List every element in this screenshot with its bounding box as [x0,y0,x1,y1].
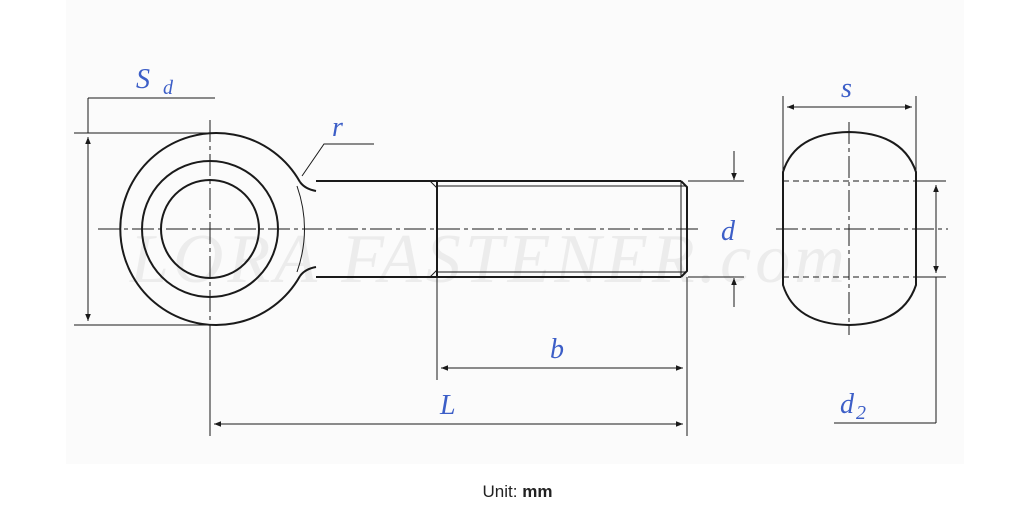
dimension-labels: S d r d b L s d 2 [136,64,866,424]
label-l: L [439,390,456,421]
side-view [98,120,700,338]
label-s-subscript: d [163,77,174,99]
thread-chamfer-start-b [429,269,438,278]
unit-value: mm [522,482,553,501]
label-b: b [550,334,564,365]
eye-outer-contour [119,132,301,326]
neck-fillet-top [299,181,317,192]
unit-label: Unit: [482,482,518,501]
neck-fillet-bottom [299,266,317,277]
end-view-contour [782,130,917,327]
r-leader [301,143,374,177]
label-d2-subscript: 2 [856,402,866,424]
eye-bolt-technical-drawing: LORA FASTENER.com [74,64,948,436]
thread-chamfer-start [429,180,438,189]
end-view-dimensions [782,96,946,424]
label-r: r [332,112,343,143]
unit-caption: Unit: mm [0,482,1035,502]
label-s-end: s [841,73,852,104]
label-d2-main: d [840,389,855,420]
watermark-text: LORA FASTENER.com [129,221,849,298]
end-view [776,122,948,335]
drawing-panel [66,0,964,464]
side-view-dimensions [74,97,744,436]
label-d: d [721,216,736,247]
label-s-main: S [136,64,150,95]
